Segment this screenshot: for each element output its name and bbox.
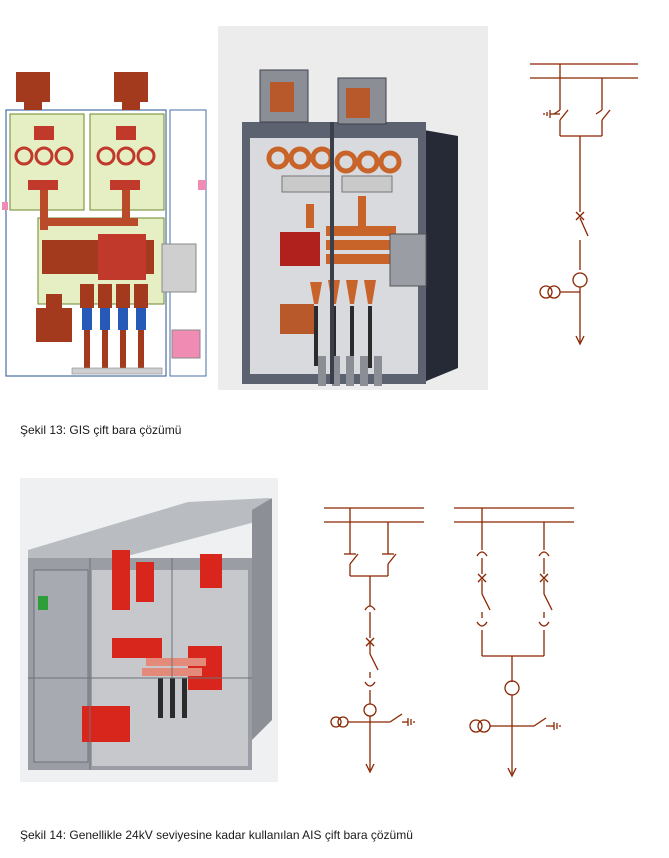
gis-3d-rendering-image bbox=[218, 26, 488, 390]
figure14-caption: Şekil 14: Genellikle 24kV seviyesine kad… bbox=[20, 828, 413, 842]
gis-single-line-diagram bbox=[520, 52, 650, 352]
ais-single-line-diagram-left bbox=[316, 498, 432, 778]
gis-cross-section-image bbox=[2, 68, 214, 380]
figure13-caption: Şekil 13: GIS çift bara çözümü bbox=[20, 423, 182, 437]
ais-single-line-diagram-right bbox=[446, 498, 582, 782]
ais-3d-rendering-image bbox=[20, 478, 278, 782]
